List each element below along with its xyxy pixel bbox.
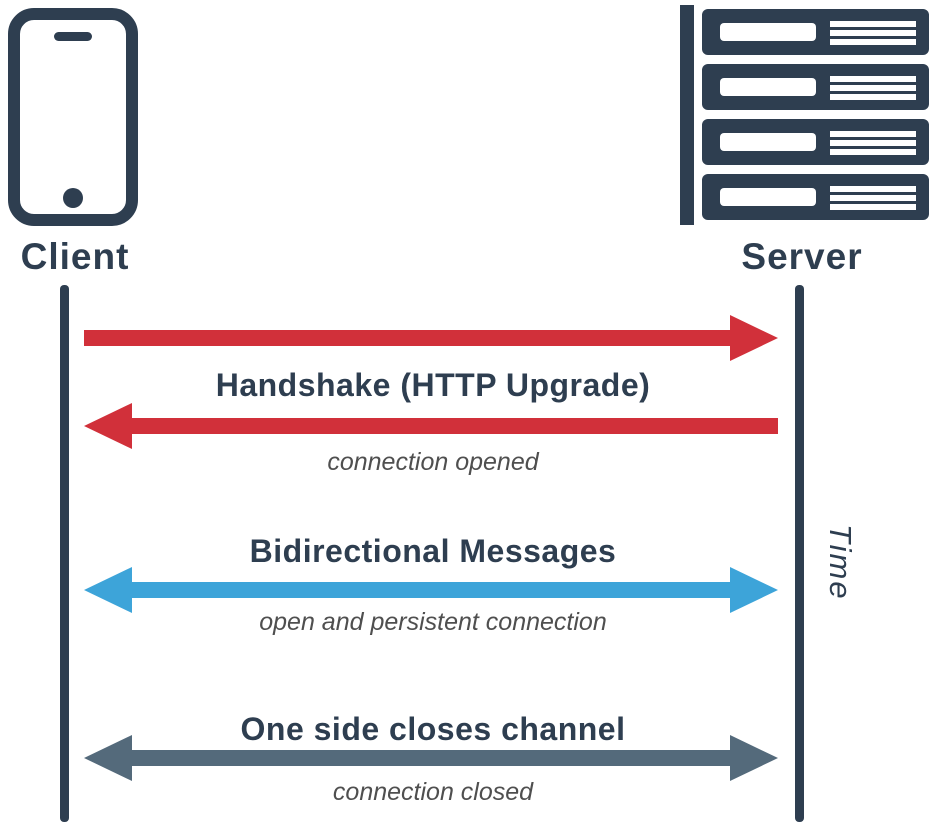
handshake-subtitle: connection opened	[327, 448, 539, 476]
bidirectional-messages-arrow	[84, 567, 778, 613]
handshake-title: Handshake (HTTP Upgrade)	[215, 367, 651, 403]
server-label: Server	[741, 236, 863, 277]
server-unit	[702, 64, 929, 110]
server-unit	[702, 174, 929, 220]
arrow-double-shape	[84, 567, 778, 613]
server-unit	[702, 9, 929, 55]
arrow-right-shape	[84, 315, 778, 361]
phone-speaker-slit	[54, 32, 92, 41]
close-subtitle: connection closed	[332, 778, 534, 806]
messages-title: Bidirectional Messages	[249, 533, 617, 569]
close-title: One side closes channel	[240, 711, 626, 747]
server-lifeline	[795, 285, 804, 822]
arrow-left-shape	[84, 403, 778, 449]
phone-home-button	[63, 188, 83, 208]
client-lifeline	[60, 285, 69, 822]
close-channel-arrow	[84, 735, 778, 781]
handshake-request-arrow	[84, 315, 778, 361]
phone-frame	[8, 8, 138, 226]
client-label: Client	[20, 236, 130, 277]
messages-subtitle: open and persistent connection	[259, 608, 607, 636]
server-unit	[702, 119, 929, 165]
server-rack-icon	[680, 5, 929, 225]
smartphone-icon	[8, 8, 138, 226]
time-axis-label: Time	[823, 524, 858, 601]
handshake-response-arrow	[84, 403, 778, 449]
arrow-double-shape	[84, 735, 778, 781]
server-rail	[680, 5, 694, 225]
